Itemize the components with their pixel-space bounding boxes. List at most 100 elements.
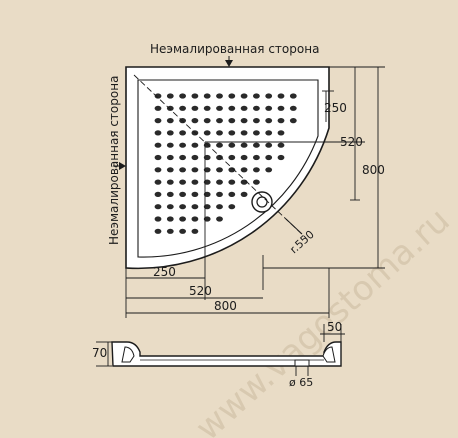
- radius-center-line: [133, 74, 307, 239]
- profile-left-rim: [121, 346, 135, 363]
- anti-slip-dot: [154, 204, 162, 210]
- anti-slip-dot: [277, 154, 285, 161]
- anti-slip-dot: [179, 154, 187, 161]
- anti-slip-dot: [179, 228, 187, 234]
- dimension-520-bottom: 520: [189, 284, 212, 298]
- dimension-drain: ø 65: [289, 376, 313, 389]
- anti-slip-dot: [179, 130, 187, 136]
- anti-slip-dot: [179, 191, 187, 197]
- anti-slip-dot: [154, 142, 162, 148]
- profile-right-rim: [322, 346, 336, 363]
- anti-slip-dot: [203, 105, 211, 111]
- anti-slip-dot: [216, 204, 223, 210]
- anti-slip-dot: [216, 154, 223, 161]
- dimension-height: 70: [92, 346, 107, 360]
- right-dimension-lines: [205, 66, 385, 269]
- anti-slip-dot: [253, 154, 260, 161]
- anti-slip-dot: [191, 228, 199, 234]
- anti-slip-dot: [289, 105, 297, 111]
- anti-slip-dot: [166, 191, 174, 197]
- anti-slip-dot: [253, 105, 260, 111]
- left-side-arrow-icon: [119, 162, 126, 170]
- top-side-arrow-icon: [225, 60, 233, 67]
- anti-slip-dot: [191, 167, 199, 173]
- anti-slip-dot: [228, 142, 236, 148]
- anti-slip-dot-grid: [154, 93, 297, 234]
- anti-slip-dot: [216, 191, 223, 197]
- anti-slip-dot: [253, 93, 260, 99]
- drain-outer: [251, 191, 273, 213]
- tray-outline: [125, 66, 330, 270]
- anti-slip-dot: [166, 93, 174, 99]
- dimension-800-bottom: 800: [214, 299, 237, 313]
- side-profile: [111, 341, 342, 367]
- anti-slip-dot: [179, 142, 187, 148]
- anti-slip-dot: [228, 130, 236, 136]
- anti-slip-dot: [228, 118, 236, 124]
- anti-slip-dot: [166, 142, 174, 148]
- profile-dimension-lines: [96, 324, 345, 376]
- dimension-250-right: 250: [324, 101, 347, 115]
- top-side-label: Неэмалированная сторона: [150, 42, 319, 56]
- anti-slip-dot: [191, 191, 199, 197]
- anti-slip-dot: [154, 167, 162, 173]
- anti-slip-dot: [154, 179, 162, 185]
- anti-slip-dot: [253, 130, 260, 136]
- anti-slip-dot: [166, 228, 174, 234]
- anti-slip-dot: [265, 130, 273, 136]
- anti-slip-dot: [216, 105, 223, 111]
- anti-slip-dot: [191, 154, 199, 161]
- anti-slip-dot: [216, 142, 223, 148]
- anti-slip-dot: [154, 93, 162, 99]
- anti-slip-dot: [191, 105, 199, 111]
- anti-slip-dot: [191, 118, 199, 124]
- anti-slip-dot: [191, 216, 199, 222]
- anti-slip-dot: [166, 130, 174, 136]
- anti-slip-dot: [179, 216, 187, 222]
- anti-slip-dot: [166, 179, 174, 185]
- profile-drain: [294, 359, 310, 367]
- radius-label: r.550: [287, 228, 317, 256]
- anti-slip-dot: [154, 228, 162, 234]
- anti-slip-dot: [240, 130, 248, 136]
- anti-slip-dot: [240, 167, 248, 173]
- anti-slip-dot: [228, 204, 236, 210]
- anti-slip-dot: [179, 105, 187, 111]
- anti-slip-dot: [240, 93, 248, 99]
- anti-slip-dot: [179, 167, 187, 173]
- anti-slip-dot: [289, 93, 297, 99]
- anti-slip-dot: [253, 179, 260, 185]
- anti-slip-dot: [228, 179, 236, 185]
- anti-slip-dot: [216, 93, 223, 99]
- anti-slip-dot: [203, 154, 211, 161]
- dimension-250-bottom: 250: [153, 265, 176, 279]
- anti-slip-dot: [203, 167, 211, 173]
- anti-slip-dot: [216, 130, 223, 136]
- anti-slip-dot: [154, 216, 162, 222]
- dimension-520-right: 520: [340, 135, 363, 149]
- anti-slip-dot: [191, 93, 199, 99]
- anti-slip-dot: [203, 179, 211, 185]
- anti-slip-dot: [289, 118, 297, 124]
- anti-slip-dot: [154, 154, 162, 161]
- anti-slip-dot: [166, 118, 174, 124]
- dimension-800-right: 800: [362, 163, 385, 177]
- anti-slip-dot: [265, 142, 273, 148]
- anti-slip-dot: [203, 216, 211, 222]
- anti-slip-dot: [191, 142, 199, 148]
- anti-slip-dot: [265, 118, 273, 124]
- tray-inner-outline: [137, 79, 319, 258]
- anti-slip-dot: [216, 167, 223, 173]
- anti-slip-dot: [166, 154, 174, 161]
- anti-slip-dot: [253, 118, 260, 124]
- anti-slip-dot: [179, 204, 187, 210]
- left-side-label: Неэмалированная сторона: [107, 76, 121, 245]
- anti-slip-dot: [154, 118, 162, 124]
- anti-slip-dot: [228, 105, 236, 111]
- anti-slip-dot: [179, 179, 187, 185]
- anti-slip-dot: [265, 154, 273, 161]
- anti-slip-dot: [203, 204, 211, 210]
- anti-slip-dot: [203, 130, 211, 136]
- anti-slip-dot: [277, 105, 285, 111]
- anti-slip-dot: [265, 93, 273, 99]
